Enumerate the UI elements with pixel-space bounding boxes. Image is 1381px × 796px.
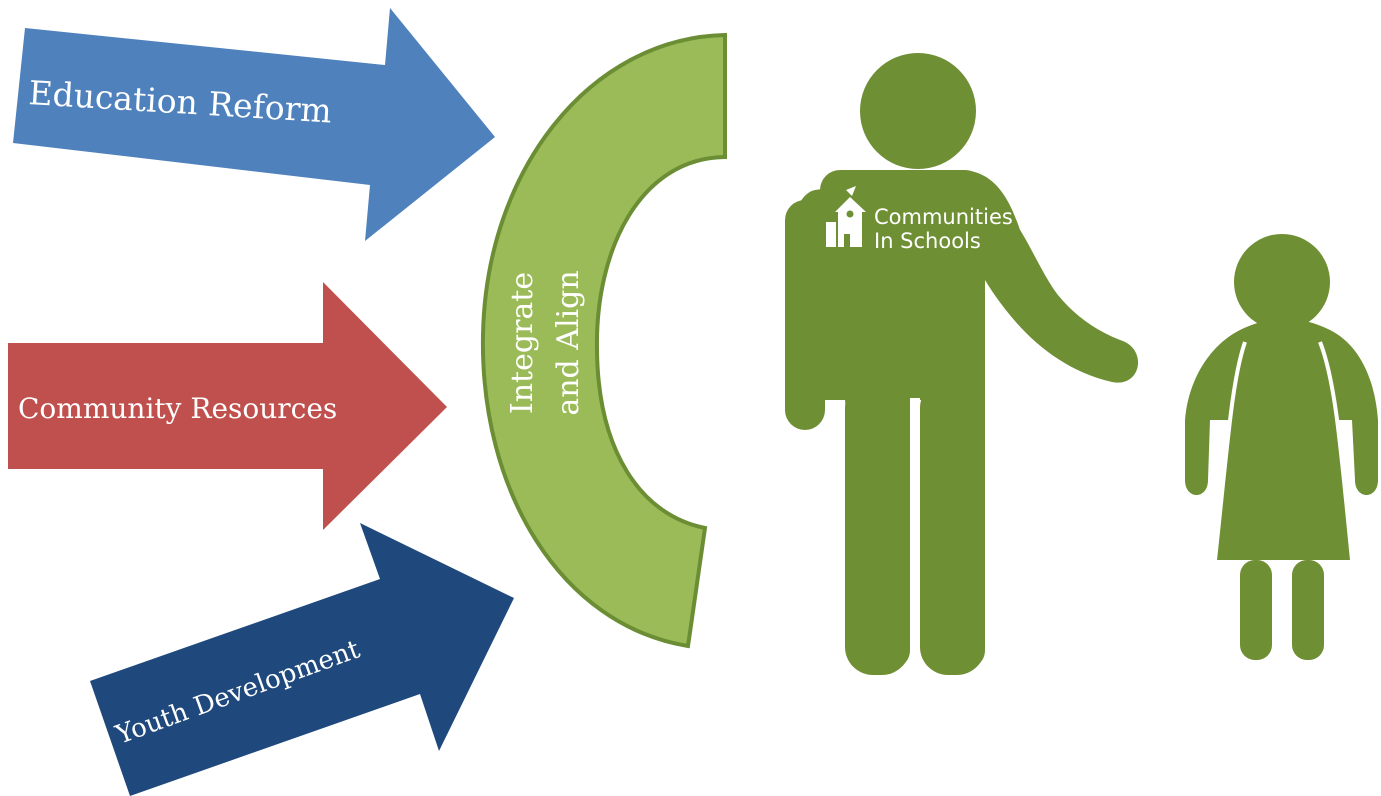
youth-development-arrow: Youth Development [90,523,514,796]
education-reform-arrow-shape [13,8,495,241]
align-label: and Align [551,270,586,415]
integrate-label: Integrate [505,272,540,414]
child-right-leg [1292,560,1324,660]
integrate-align-arc-shape [480,32,727,649]
adult-right-leg [845,380,910,675]
cis-logo: Communities In Schools [826,186,1013,253]
schoolhouse-window [846,210,854,218]
adult-leg-gap [910,398,920,678]
community-resources-arrow: Community Resources [8,282,447,530]
community-resources-arrow-shape [8,282,447,530]
child-left-leg [1240,560,1272,660]
logo-line-1: Communities [874,205,1013,229]
youth-development-arrow-shape [90,523,514,796]
schoolhouse-icon [826,186,866,247]
logo-line-2: In Schools [874,229,981,253]
child-dress-outline [1213,341,1354,561]
community-resources-label: Community Resources [18,392,337,425]
education-reform-arrow: Education Reform [13,8,495,241]
child-head [1234,234,1330,330]
adult-figure [785,53,1139,678]
adult-head [860,53,976,169]
integrate-align-arc: Integrate and Align [480,32,727,649]
adult-left-leg [920,380,985,675]
adult-left-arm [785,200,825,430]
child-figure [1185,234,1378,660]
adult-right-arm [970,190,1139,383]
child-dress [1215,340,1352,560]
